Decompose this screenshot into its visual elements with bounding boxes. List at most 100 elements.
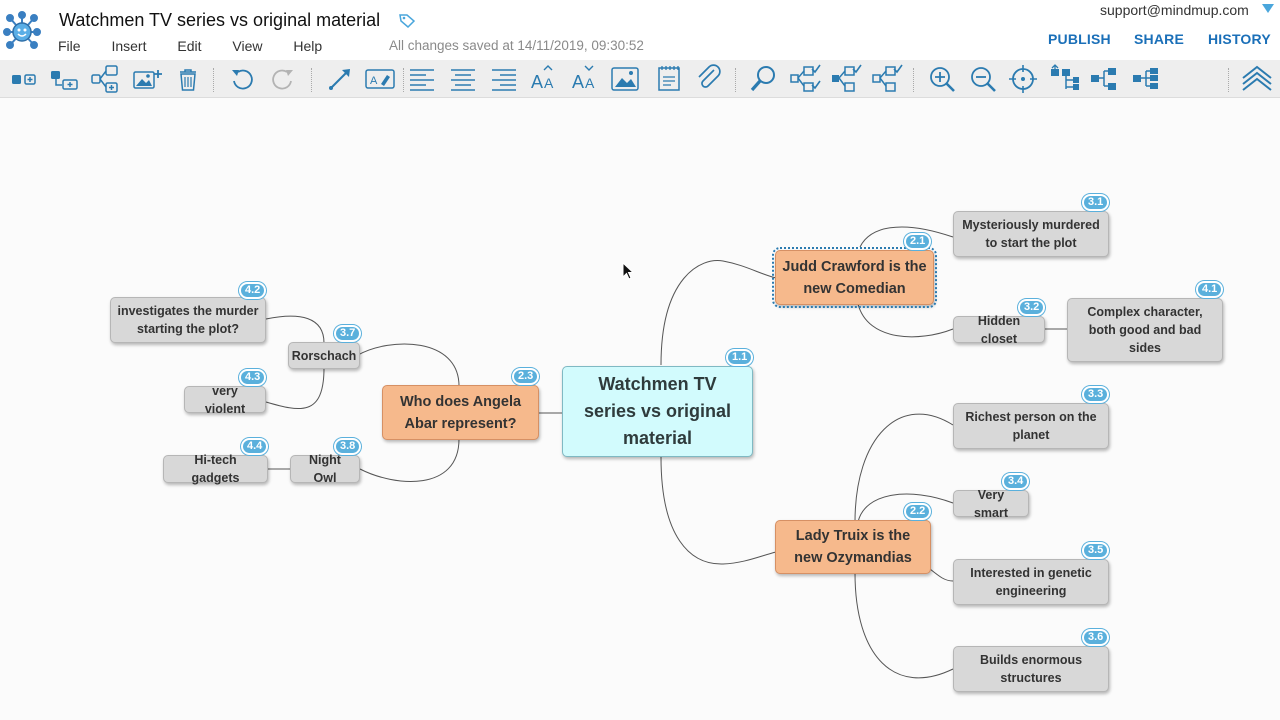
svg-text:A: A — [572, 72, 584, 92]
mindmup-logo-icon[interactable] — [3, 10, 41, 50]
align-center-icon[interactable] — [446, 62, 480, 96]
leaf-node-rorschach[interactable]: Rorschach — [288, 342, 360, 369]
node-number-badge[interactable]: 3.3 — [1082, 386, 1110, 403]
attachment-icon[interactable] — [692, 62, 726, 96]
add-sibling-icon[interactable] — [48, 62, 82, 96]
connector-2-3-to-3-7 — [357, 343, 460, 387]
select-siblings-icon[interactable] — [829, 62, 863, 96]
menu-bar: File Insert Edit View Help — [58, 38, 349, 54]
zoom-out-icon[interactable] — [966, 62, 1000, 96]
delete-icon[interactable] — [171, 62, 205, 96]
publish-button[interactable]: PUBLISH — [1048, 31, 1111, 47]
leaf-node-very-smart[interactable]: Very smart — [953, 488, 1029, 520]
menu-edit[interactable]: Edit — [177, 38, 202, 54]
caret-down-icon[interactable] — [1262, 4, 1274, 13]
connector-3-7-to-4-3 — [265, 367, 325, 410]
add-child-icon[interactable] — [8, 62, 42, 96]
leaf-node-very-violent[interactable]: very violent — [184, 384, 266, 416]
zoom-in-icon[interactable] — [925, 62, 959, 96]
app-header: Watchmen TV series vs original material … — [0, 0, 1280, 60]
connector-root-to-2-2 — [660, 456, 777, 565]
layout-top-down-icon[interactable] — [1048, 62, 1082, 96]
svg-text:A: A — [585, 75, 595, 91]
select-children-icon[interactable] — [788, 62, 822, 96]
connector-icon[interactable] — [323, 62, 357, 96]
redo-icon[interactable] — [266, 62, 300, 96]
node-number-badge[interactable]: 4.1 — [1196, 281, 1224, 298]
undo-icon[interactable] — [225, 62, 259, 96]
leaf-node-complex-character[interactable]: Complex character, both good and bad sid… — [1067, 298, 1223, 362]
toolbar-separator — [213, 68, 214, 92]
insert-image-icon[interactable] — [130, 62, 164, 96]
node-number-badge[interactable]: 3.7 — [334, 325, 362, 342]
node-number-badge[interactable]: 3.1 — [1082, 194, 1110, 211]
node-number-badge[interactable]: 1.1 — [726, 349, 754, 366]
select-node-icon[interactable] — [870, 62, 904, 96]
connector-2-2-to-3-5 — [929, 568, 954, 582]
root-node[interactable]: Watchmen TV series vs original material — [562, 366, 753, 457]
history-button[interactable]: HISTORY — [1208, 31, 1271, 47]
account-email[interactable]: support@mindmup.com — [1100, 2, 1249, 18]
align-left-icon[interactable] — [405, 62, 439, 96]
connector-2-1-to-3-2 — [857, 303, 954, 338]
svg-text:A: A — [370, 75, 378, 87]
menu-view[interactable]: View — [232, 38, 263, 54]
reset-view-icon[interactable] — [1006, 62, 1040, 96]
toolbar-separator — [735, 68, 736, 92]
toolbar-separator — [913, 68, 914, 92]
connector-2-1-to-3-1 — [859, 226, 954, 248]
connector-2-2-to-3-6 — [854, 572, 954, 679]
node-number-badge[interactable]: 3.4 — [1002, 473, 1030, 490]
connector-root-to-2-1 — [660, 260, 777, 366]
node-number-badge[interactable]: 4.4 — [241, 438, 269, 455]
layout-standard-icon[interactable] — [1130, 62, 1164, 96]
note-icon[interactable] — [652, 62, 686, 96]
menu-file[interactable]: File — [58, 38, 81, 54]
node-number-badge[interactable]: 3.6 — [1082, 629, 1110, 646]
toolbar-separator — [403, 68, 404, 92]
leaf-node-night-owl[interactable]: Night Owl — [290, 453, 360, 485]
node-number-badge[interactable]: 2.1 — [904, 233, 932, 250]
node-number-badge[interactable]: 4.2 — [239, 282, 267, 299]
node-number-badge[interactable]: 3.8 — [334, 438, 362, 455]
toolbar-separator — [1228, 68, 1229, 92]
align-right-icon[interactable] — [487, 62, 521, 96]
add-node-icon[interactable] — [89, 62, 123, 96]
connector-2-2-to-3-4 — [857, 493, 954, 523]
toolbar-separator — [311, 68, 312, 92]
collapse-toolbar-icon[interactable] — [1240, 62, 1274, 96]
tag-icon[interactable] — [398, 12, 416, 28]
branch-node-lady-truix[interactable]: Lady Truix is the new Ozymandias — [775, 520, 931, 574]
node-number-badge[interactable]: 3.5 — [1082, 542, 1110, 559]
share-button[interactable]: SHARE — [1134, 31, 1185, 47]
mouse-cursor-icon — [622, 262, 634, 280]
layout-left-right-icon[interactable] — [1088, 62, 1122, 96]
leaf-node-genetic-engineering[interactable]: Interested in genetic engineering — [953, 559, 1109, 605]
background-image-icon[interactable] — [608, 62, 642, 96]
mind-map-canvas[interactable]: Watchmen TV series vs original material … — [0, 97, 1280, 720]
node-number-badge[interactable]: 3.2 — [1018, 299, 1046, 316]
branch-node-angela-abar[interactable]: Who does Angela Abar represent? — [382, 385, 539, 440]
document-title[interactable]: Watchmen TV series vs original material — [59, 10, 381, 30]
leaf-node-hidden-closet[interactable]: Hidden closet — [953, 314, 1045, 346]
leaf-node-enormous-structures[interactable]: Builds enormous structures — [953, 646, 1109, 692]
save-status: All changes saved at 14/11/2019, 09:30:5… — [389, 38, 644, 53]
leaf-node-hi-tech-gadgets[interactable]: Hi-tech gadgets — [163, 453, 268, 485]
leaf-node-investigates-murder[interactable]: investigates the murder starting the plo… — [110, 297, 266, 343]
menu-insert[interactable]: Insert — [111, 38, 147, 54]
branch-node-judd-crawford[interactable]: Judd Crawford is the new Comedian — [772, 247, 937, 308]
connector-2-2-to-3-3 — [854, 413, 954, 523]
svg-text:A: A — [544, 75, 554, 91]
text-style-icon[interactable]: A — [363, 62, 397, 96]
node-number-badge[interactable]: 2.3 — [512, 368, 540, 385]
node-number-badge[interactable]: 4.3 — [239, 369, 267, 386]
menu-help[interactable]: Help — [293, 38, 323, 54]
leaf-node-richest-person[interactable]: Richest person on the planet — [953, 403, 1109, 449]
find-icon[interactable] — [747, 62, 781, 96]
leaf-node-mysteriously-murdered[interactable]: Mysteriously murdered to start the plot — [953, 211, 1109, 257]
node-number-badge[interactable]: 2.2 — [904, 503, 932, 520]
connector-lines — [265, 226, 1067, 679]
